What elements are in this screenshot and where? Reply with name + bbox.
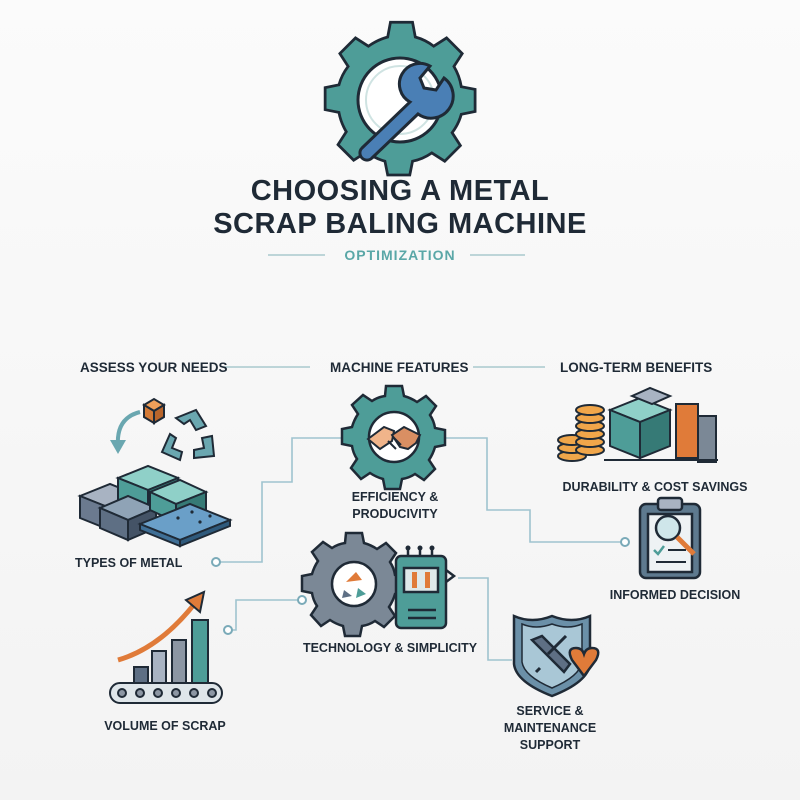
column-header-features: MACHINE FEATURES [330, 360, 469, 375]
node-service: SERVICE & MAINTENANCE SUPPORT [490, 703, 610, 754]
shield-wrench-heart-icon [512, 614, 600, 698]
column-header-assess: ASSESS YOUR NEEDS [80, 360, 228, 375]
node-informed-decision: INFORMED DECISION [609, 588, 741, 602]
clipboard-magnifier-icon [638, 496, 702, 580]
node-service-line3: SUPPORT [519, 738, 581, 752]
handshake-gear-icon [340, 384, 447, 491]
node-durability: DURABILITY & COST SAVINGS [562, 480, 748, 494]
node-service-line1: SERVICE & [516, 704, 584, 718]
column-header-benefits: LONG-TERM BENEFITS [560, 360, 713, 375]
coins-bales-icon [557, 386, 718, 463]
wrench-gear-icon [323, 20, 477, 177]
page-title-line2: SCRAP BALING MACHINE [213, 208, 587, 240]
node-technology: TECHNOLOGY & SIMPLICITY [302, 641, 478, 655]
node-efficiency-line1: EFFICIENCY & [351, 490, 439, 504]
connectors [216, 437, 622, 661]
metal-blocks-recycle-icon [77, 397, 233, 548]
node-efficiency: EFFICIENCY & PRODUCIVITY [320, 489, 470, 523]
node-efficiency-line2: PRODUCIVITY [352, 507, 438, 521]
page-subtitle: OPTIMIZATION [344, 247, 456, 263]
gear-control-panel-icon [300, 531, 457, 638]
node-types-of-metal: TYPES OF METAL [75, 556, 183, 570]
node-service-line2: MAINTENANCE [503, 721, 597, 735]
node-volume-of-scrap: VOLUME OF SCRAP [104, 719, 226, 733]
growth-chart-conveyor-icon [109, 590, 223, 704]
page-title-line1: CHOOSING A METAL [250, 175, 550, 207]
